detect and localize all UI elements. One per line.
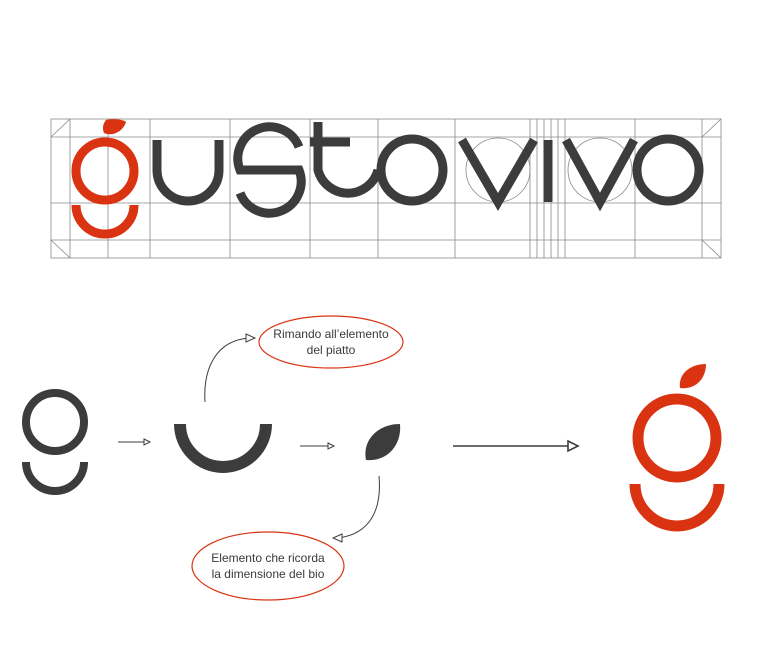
annotation-top-line2: del piatto [307, 343, 356, 357]
leaf-glyph-icon [365, 424, 401, 461]
annotation-bottom: Elemento che ricorda la dimensione del b… [191, 531, 345, 601]
annotation-bottom-line1: Elemento che ricorda [211, 551, 325, 565]
small-arrow-2 [300, 442, 336, 450]
annotation-top: Rimando all’elemento del piatto [258, 315, 404, 369]
g-red-final-glyph-icon [629, 364, 725, 532]
wordmark-body [152, 122, 704, 218]
g-grey-glyph-icon [22, 389, 88, 495]
final-leaf-icon [679, 364, 706, 389]
wordmark-g-red [71, 119, 139, 239]
connector-bottom [331, 475, 380, 543]
annotation-top-line1: Rimando all’elemento [273, 327, 389, 341]
long-arrow [453, 439, 580, 453]
arc-glyph-icon [174, 423, 272, 473]
annotation-bottom-line2: la dimensione del bio [212, 567, 325, 581]
connector-top [204, 333, 257, 403]
wordmark-leaf-icon [102, 119, 126, 135]
small-arrow-1 [118, 438, 152, 446]
